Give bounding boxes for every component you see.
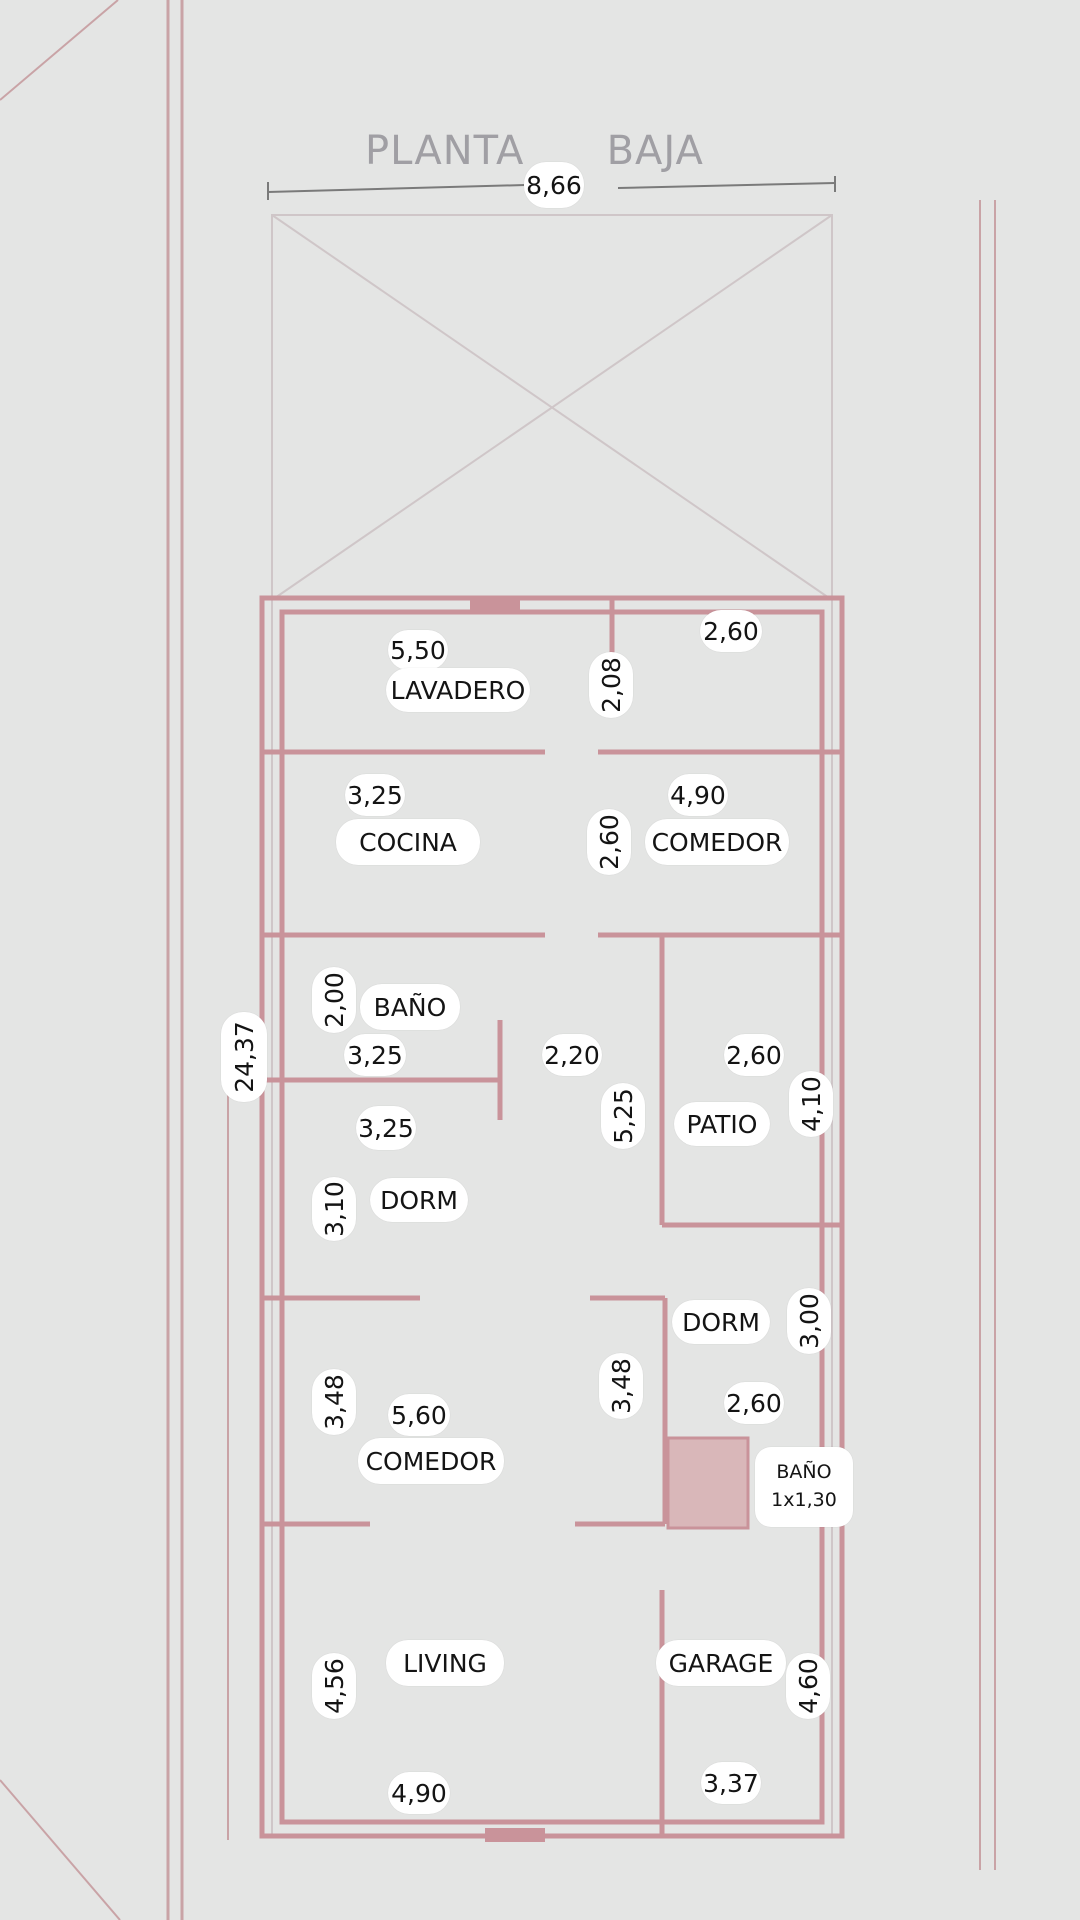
room-label-living: LIVING [386,1640,504,1686]
dimension-garage-ancho: 3,37 [701,1762,761,1804]
room-label-lavadero: LAVADERO [386,668,530,712]
room-label-cocina: COCINA [336,819,480,865]
dimension-cocina-ancho: 3,25 [345,774,405,816]
room-label-patio: PATIO [674,1102,770,1146]
plan-title: PLANTA BAJA [365,128,704,174]
room-label-bano-2: BAÑO 1x1,30 [755,1447,853,1527]
room-label-comedor: COMEDOR [645,819,789,865]
room-label-dorm: DORM [370,1178,468,1222]
dimension-dorm2-largo: 3,00 [787,1288,831,1354]
dimension-bano-largo: 2,00 [312,967,356,1033]
dimension-lavadero-largo: 2,08 [589,652,633,718]
dimension-lavadero-ancho: 5,50 [388,630,448,670]
dimension-comedor2-largo: 3,48 [312,1369,356,1435]
dimension-comedor-ancho: 4,90 [668,774,728,816]
dimension-bano2-lado: 3,48 [599,1353,643,1419]
room-label-garage: GARAGE [656,1640,786,1686]
dimension-pasillo: 2,20 [542,1034,602,1076]
dimension-patio-trasero: 2,60 [700,610,762,652]
dimension-dorm-largo: 3,10 [312,1177,356,1241]
dimension-patio-largo: 4,10 [789,1071,833,1137]
dimension-pasillo-largo: 5,25 [601,1083,645,1149]
dimension-comedor2-ancho: 5,60 [388,1394,450,1436]
room-label-comedor-2: COMEDOR [358,1438,504,1484]
dimension-frente: 8,66 [524,162,584,208]
dimension-total-largo: 24,37 [221,1012,267,1102]
dimension-patio-ancho: 2,60 [724,1034,784,1076]
room-label-bano: BAÑO [360,984,460,1030]
dimension-garage-largo: 4,60 [786,1653,830,1719]
dimension-bano-ancho: 3,25 [344,1034,406,1076]
dimension-living-largo: 4,56 [312,1653,356,1719]
dimension-comedor-largo: 2,60 [587,809,631,875]
dimension-dorm2-ancho: 2,60 [724,1382,784,1424]
room-label-dorm-2: DORM [672,1300,770,1344]
room-label-bano-2-size: 1x1,30 [771,1489,837,1511]
dimension-living-ancho: 4,90 [388,1772,450,1814]
dimension-dorm-ancho: 3,25 [356,1106,416,1150]
room-label-bano-2-name: BAÑO [776,1461,832,1484]
